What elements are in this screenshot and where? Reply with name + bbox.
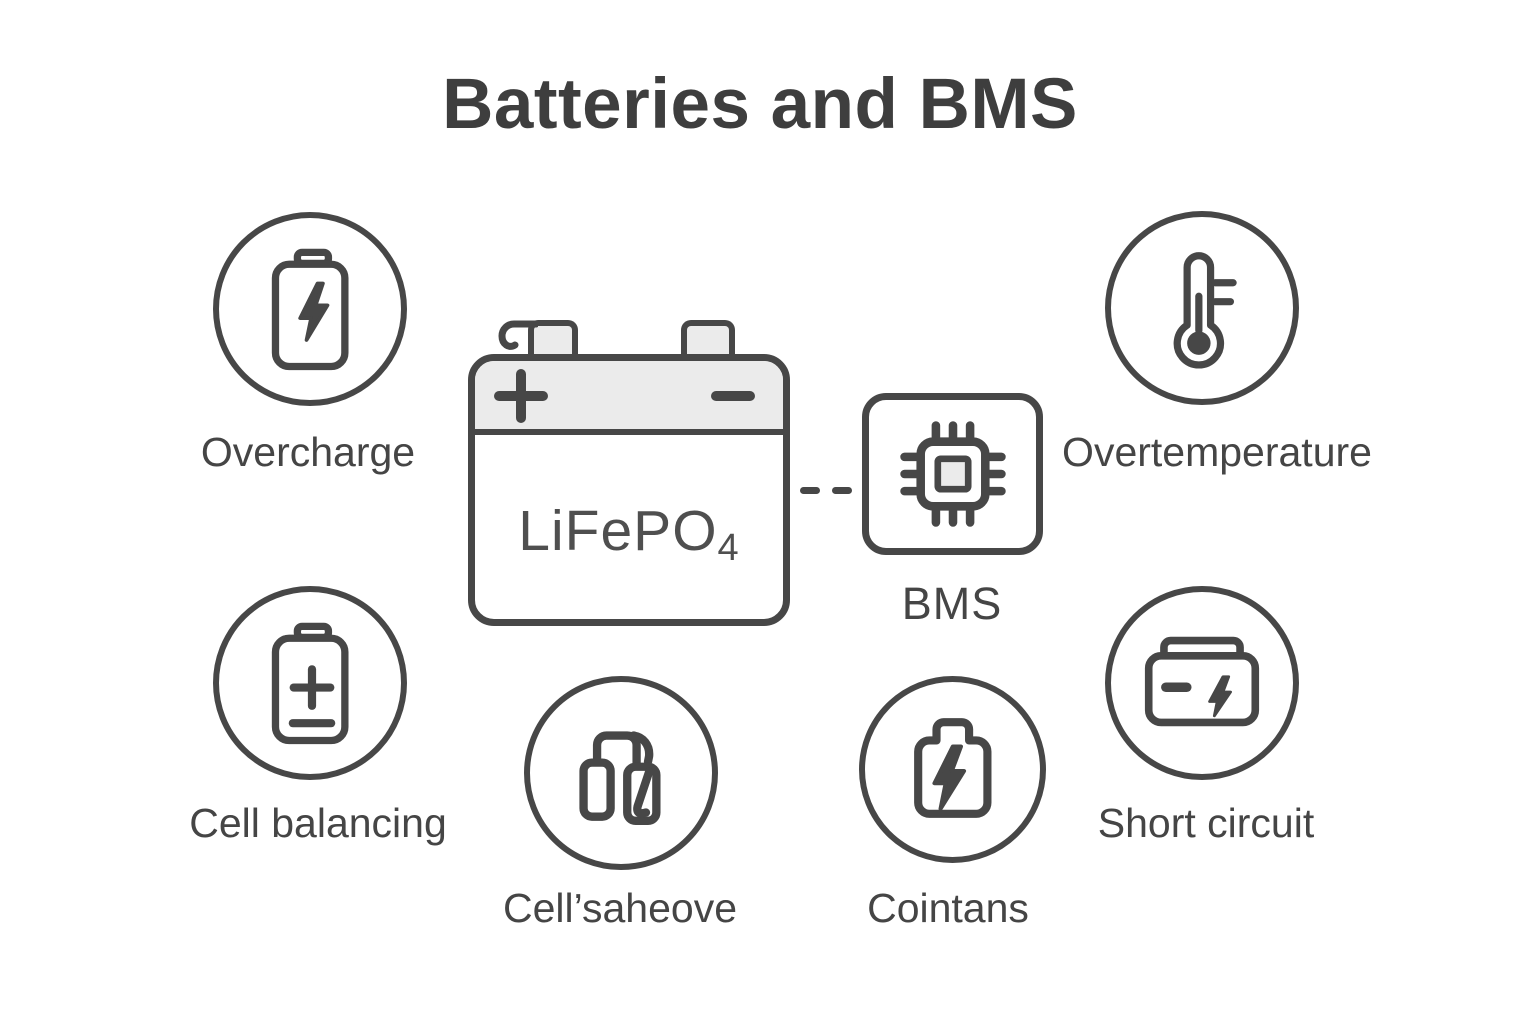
battery-chemistry-label: LiFePO4	[475, 498, 783, 570]
feature-circle-overtemperature	[1105, 211, 1299, 405]
terminal-wire-hook-icon	[498, 320, 538, 350]
thermometer-icon	[1173, 252, 1237, 369]
battery-plus-minus-icon	[271, 622, 349, 745]
feature-label-overtemperature: Overtemperature	[1062, 429, 1372, 475]
battery-charging-icon	[271, 248, 349, 371]
feature-circle-contains	[859, 676, 1046, 863]
connector-dash	[832, 487, 852, 494]
chip-icon	[899, 421, 1006, 527]
chemistry-subscript: 4	[717, 527, 740, 569]
feature-circle-short-circuit	[1105, 586, 1299, 780]
page-title: Batteries and BMS	[442, 65, 1078, 144]
bms-module	[862, 393, 1043, 555]
connector-dash	[800, 487, 820, 494]
battery-illustration: LiFePO4	[468, 354, 790, 626]
car-battery-icon	[1144, 636, 1260, 726]
plus-icon	[494, 369, 548, 423]
minus-icon	[711, 391, 755, 401]
feature-label-cells: Cell’saheove	[502, 885, 738, 931]
bms-label: BMS	[901, 578, 1003, 629]
feature-label-overcharge: Overcharge	[200, 429, 416, 475]
battery-cells-icon	[579, 731, 661, 825]
feature-label-contains: Cointans	[867, 885, 1029, 931]
feature-circle-cells	[524, 676, 718, 870]
feature-label-cell-balancing: Cell balancing	[189, 800, 447, 846]
chemistry-text: LiFePO	[518, 499, 718, 563]
feature-circle-overcharge	[213, 212, 407, 406]
feature-label-short-circuit: Short circuit	[1097, 800, 1315, 846]
feature-circle-cell-balancing	[213, 586, 407, 780]
battery-bolt-icon	[913, 717, 992, 818]
